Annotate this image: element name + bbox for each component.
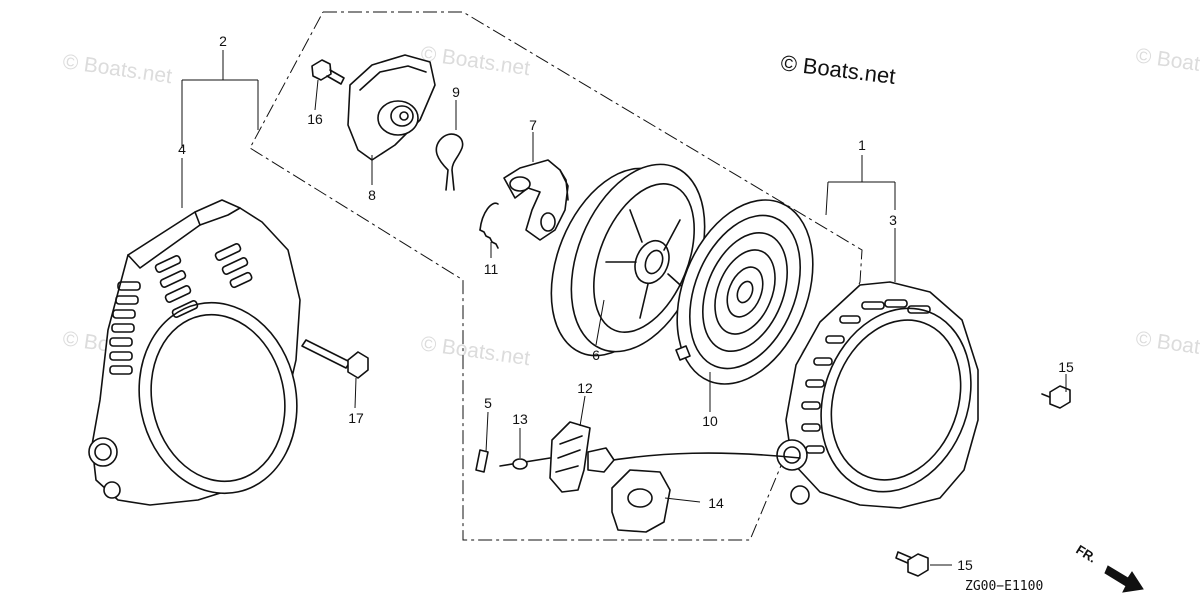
callout-15-bottom: 15	[957, 557, 973, 573]
grip-insert-part-14[interactable]	[611, 469, 671, 533]
callout-14: 14	[708, 495, 724, 511]
bolt-part-16[interactable]	[311, 59, 345, 85]
front-direction-marker: FR.	[1073, 542, 1144, 593]
recoil-spring-part-10[interactable]	[652, 180, 839, 404]
bolt-part-15-bottom[interactable]	[895, 551, 929, 577]
callout-15-right: 15	[1058, 359, 1074, 375]
watermark-3: © Boats.net	[1134, 44, 1200, 82]
copyright-text: © Boats.net	[779, 50, 896, 89]
callout-6: 6	[592, 347, 600, 363]
rope-knot-part-13[interactable]	[499, 457, 551, 470]
drive-plate-part-8[interactable]	[347, 54, 436, 161]
callout-8: 8	[368, 187, 376, 203]
starter-rope	[599, 452, 801, 463]
bolt-part-17[interactable]	[301, 339, 369, 379]
starter-case-part-3[interactable]	[776, 281, 996, 513]
ratchet-part-7[interactable]	[503, 159, 569, 241]
grip-part-12[interactable]	[549, 421, 615, 493]
watermark-1: © Boats.net	[61, 50, 173, 88]
subassembly-boundary	[249, 11, 863, 541]
fan-cover-part-4[interactable]	[88, 199, 314, 508]
front-arrow-icon	[1104, 565, 1144, 593]
watermark-2: © Boats.net	[419, 42, 531, 80]
callout-11: 11	[484, 261, 499, 277]
callout-13: 13	[512, 411, 528, 427]
callout-5: 5	[484, 395, 492, 411]
callout-7: 7	[529, 117, 537, 133]
reel-part-6[interactable]	[526, 145, 731, 376]
callout-2: 2	[219, 33, 227, 49]
bolt-part-15-right[interactable]	[1041, 385, 1071, 409]
callout-numbers: 1 2 3 4 5 6 7 8 9 10 11 12 13 14 15 15 1…	[178, 33, 1074, 573]
pin-part-5[interactable]	[475, 449, 489, 473]
diagram-code: ZG00−E1100	[965, 579, 1043, 594]
callout-10: 10	[702, 413, 718, 429]
callout-12: 12	[577, 380, 593, 396]
watermark-7: © Boats.net	[1134, 327, 1200, 365]
watermark-5: © Boats.net	[419, 332, 531, 370]
front-label: FR.	[1073, 542, 1099, 566]
callout-1: 1	[858, 137, 866, 153]
clip-part-9[interactable]	[435, 133, 464, 191]
callout-16: 16	[307, 111, 323, 127]
callout-17: 17	[348, 410, 364, 426]
leader-lines	[181, 50, 1067, 566]
spring-part-11[interactable]	[479, 202, 499, 249]
callout-3: 3	[889, 212, 897, 228]
callout-9: 9	[452, 84, 460, 100]
callout-4: 4	[178, 141, 186, 157]
